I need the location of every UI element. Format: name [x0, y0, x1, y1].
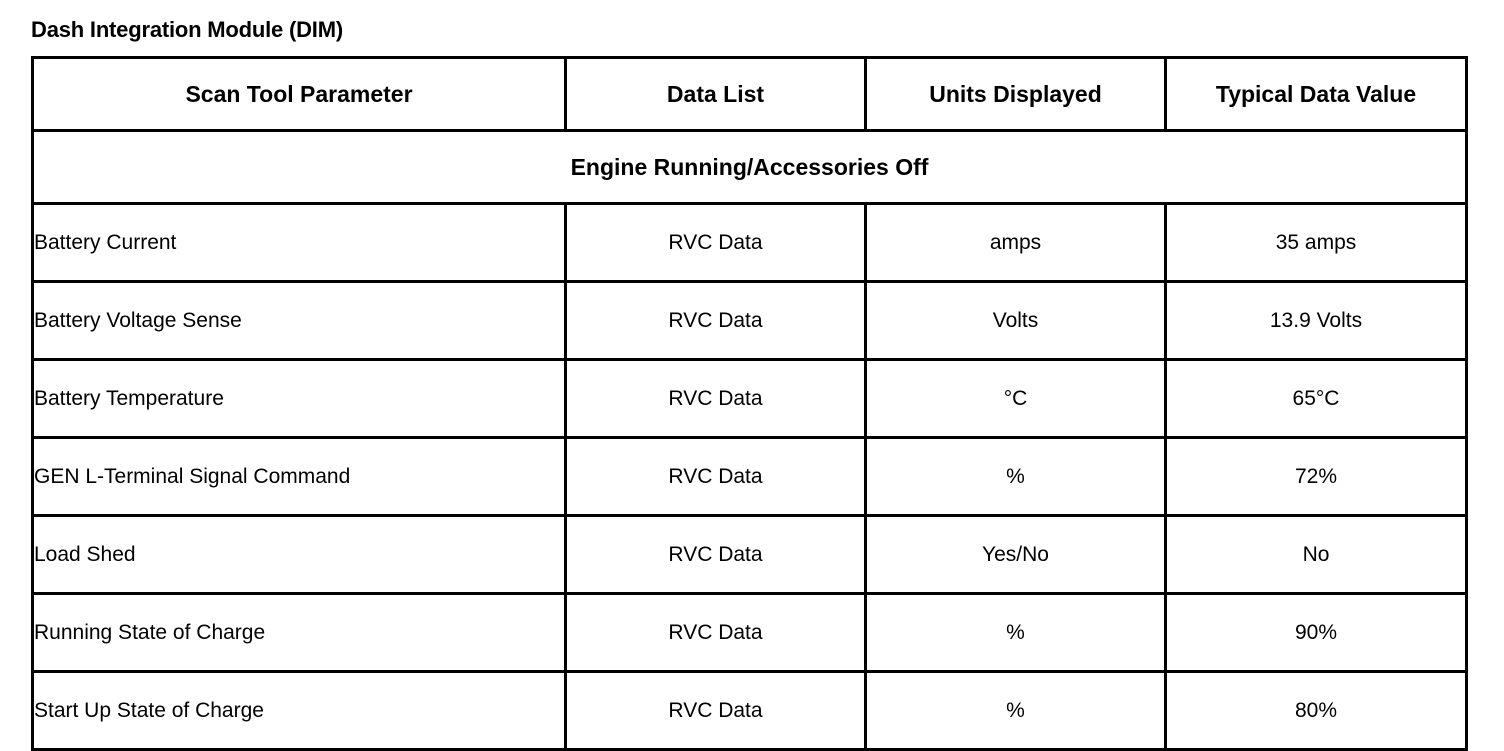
column-header-units-displayed: Units Displayed: [864, 56, 1167, 132]
cell-typical: No: [1164, 514, 1468, 595]
table-row: Battery Voltage Sense RVC Data Volts 13.…: [31, 280, 1468, 361]
cell-typical: 65°C: [1164, 358, 1468, 439]
cell-parameter: Load Shed: [31, 514, 567, 595]
table-row: Battery Temperature RVC Data °C 65°C: [31, 358, 1468, 439]
cell-parameter: Battery Current: [31, 202, 567, 283]
column-header-parameter: Scan Tool Parameter: [31, 56, 567, 132]
cell-parameter: GEN L-Terminal Signal Command: [31, 436, 567, 517]
cell-typical: 13.9 Volts: [1164, 280, 1468, 361]
cell-data-list: RVC Data: [564, 358, 867, 439]
cell-typical: 72%: [1164, 436, 1468, 517]
cell-data-list: RVC Data: [564, 670, 867, 751]
table-row: Load Shed RVC Data Yes/No No: [31, 514, 1468, 595]
cell-units: %: [864, 436, 1167, 517]
cell-data-list: RVC Data: [564, 280, 867, 361]
cell-parameter: Battery Voltage Sense: [31, 280, 567, 361]
table-row: Start Up State of Charge RVC Data % 80%: [31, 670, 1468, 751]
section-heading-label: Engine Running/Accessories Off: [31, 129, 1468, 205]
cell-typical: 90%: [1164, 592, 1468, 673]
table-row: GEN L-Terminal Signal Command RVC Data %…: [31, 436, 1468, 517]
table-row: Battery Current RVC Data amps 35 amps: [31, 202, 1468, 283]
cell-parameter: Battery Temperature: [31, 358, 567, 439]
document-page: Dash Integration Module (DIM) Scan Tool …: [31, 17, 1468, 751]
cell-units: amps: [864, 202, 1167, 283]
table-header-row: Scan Tool Parameter Data List Units Disp…: [31, 56, 1468, 132]
cell-data-list: RVC Data: [564, 514, 867, 595]
page-title: Dash Integration Module (DIM): [31, 17, 343, 42]
cell-units: Volts: [864, 280, 1167, 361]
column-header-typical-data-value: Typical Data Value: [1164, 56, 1468, 132]
cell-units: Yes/No: [864, 514, 1167, 595]
cell-parameter: Start Up State of Charge: [31, 670, 567, 751]
cell-data-list: RVC Data: [564, 202, 867, 283]
column-header-data-list: Data List: [564, 56, 867, 132]
section-heading-row: Engine Running/Accessories Off: [31, 129, 1468, 205]
cell-typical: 80%: [1164, 670, 1468, 751]
table-body: Scan Tool Parameter Data List Units Disp…: [31, 56, 1468, 751]
cell-typical: 35 amps: [1164, 202, 1468, 283]
cell-data-list: RVC Data: [564, 436, 867, 517]
cell-units: °C: [864, 358, 1167, 439]
cell-data-list: RVC Data: [564, 592, 867, 673]
cell-units: %: [864, 592, 1167, 673]
cell-parameter: Running State of Charge: [31, 592, 567, 673]
table-row: Running State of Charge RVC Data % 90%: [31, 592, 1468, 673]
scan-tool-parameter-table: Scan Tool Parameter Data List Units Disp…: [31, 56, 1468, 751]
cell-units: %: [864, 670, 1167, 751]
